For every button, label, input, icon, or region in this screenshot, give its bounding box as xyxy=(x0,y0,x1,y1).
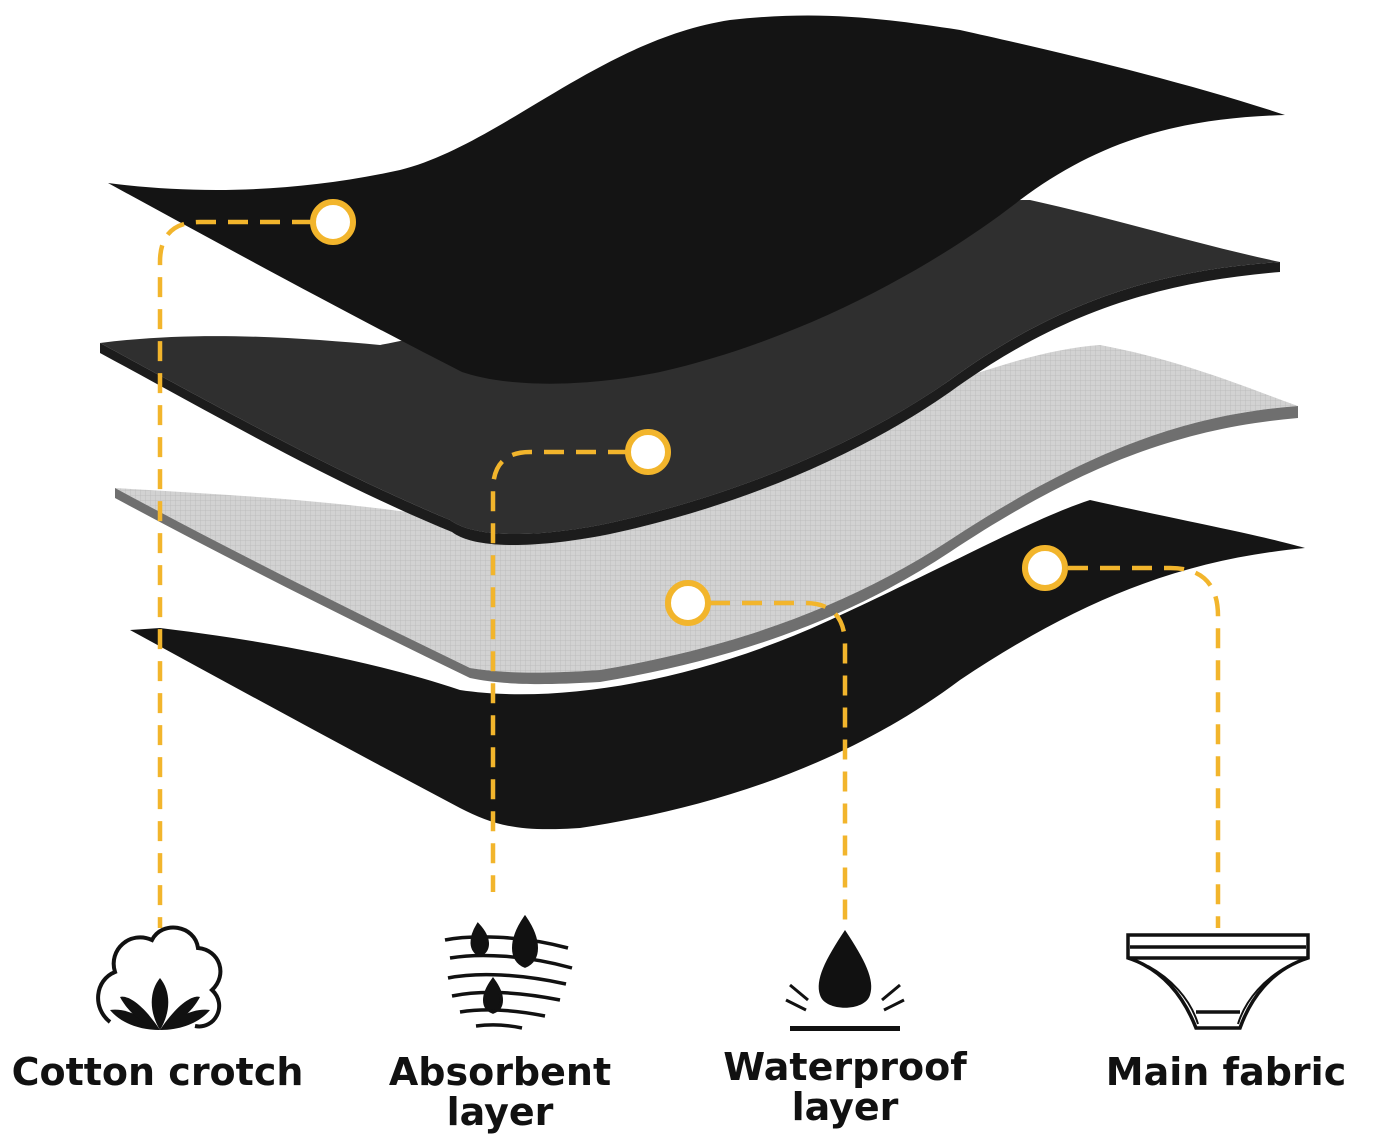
cotton-crotch-layer xyxy=(108,15,1285,384)
main-fabric-label: Main fabric xyxy=(1090,1052,1362,1092)
main-fabric-layer xyxy=(130,500,1305,830)
main-fabric-text: Main fabric xyxy=(1105,1050,1347,1094)
marker-main xyxy=(1022,545,1068,591)
waterproof-layer xyxy=(115,345,1298,685)
cotton-flower-icon xyxy=(96,925,223,1030)
waterproof-text-line2: layer xyxy=(791,1085,899,1129)
connector-cotton xyxy=(157,219,312,928)
water-drop-icon xyxy=(785,930,905,1031)
connector-main xyxy=(1068,565,1221,928)
connector-absorbent xyxy=(490,449,628,892)
underwear-briefs-icon xyxy=(1126,933,1310,1030)
connector-waterproof xyxy=(710,600,848,928)
cotton-crotch-text: Cotton crotch xyxy=(11,1050,304,1094)
absorbent-text-line2: layer xyxy=(446,1090,554,1134)
waterproof-layer-label: Waterproof layer xyxy=(700,1047,990,1127)
absorbent-layer-label: Absorbent layer xyxy=(370,1052,630,1132)
absorbent-text-line1: Absorbent xyxy=(388,1050,612,1094)
cotton-crotch-label: Cotton crotch xyxy=(0,1052,315,1092)
marker-absorbent xyxy=(625,429,671,475)
marker-waterproof xyxy=(665,580,711,626)
marker-cotton xyxy=(310,199,356,245)
absorbent-drops-icon xyxy=(444,914,573,1030)
waterproof-text-line1: Waterproof xyxy=(723,1045,967,1089)
absorbent-layer xyxy=(100,200,1280,546)
